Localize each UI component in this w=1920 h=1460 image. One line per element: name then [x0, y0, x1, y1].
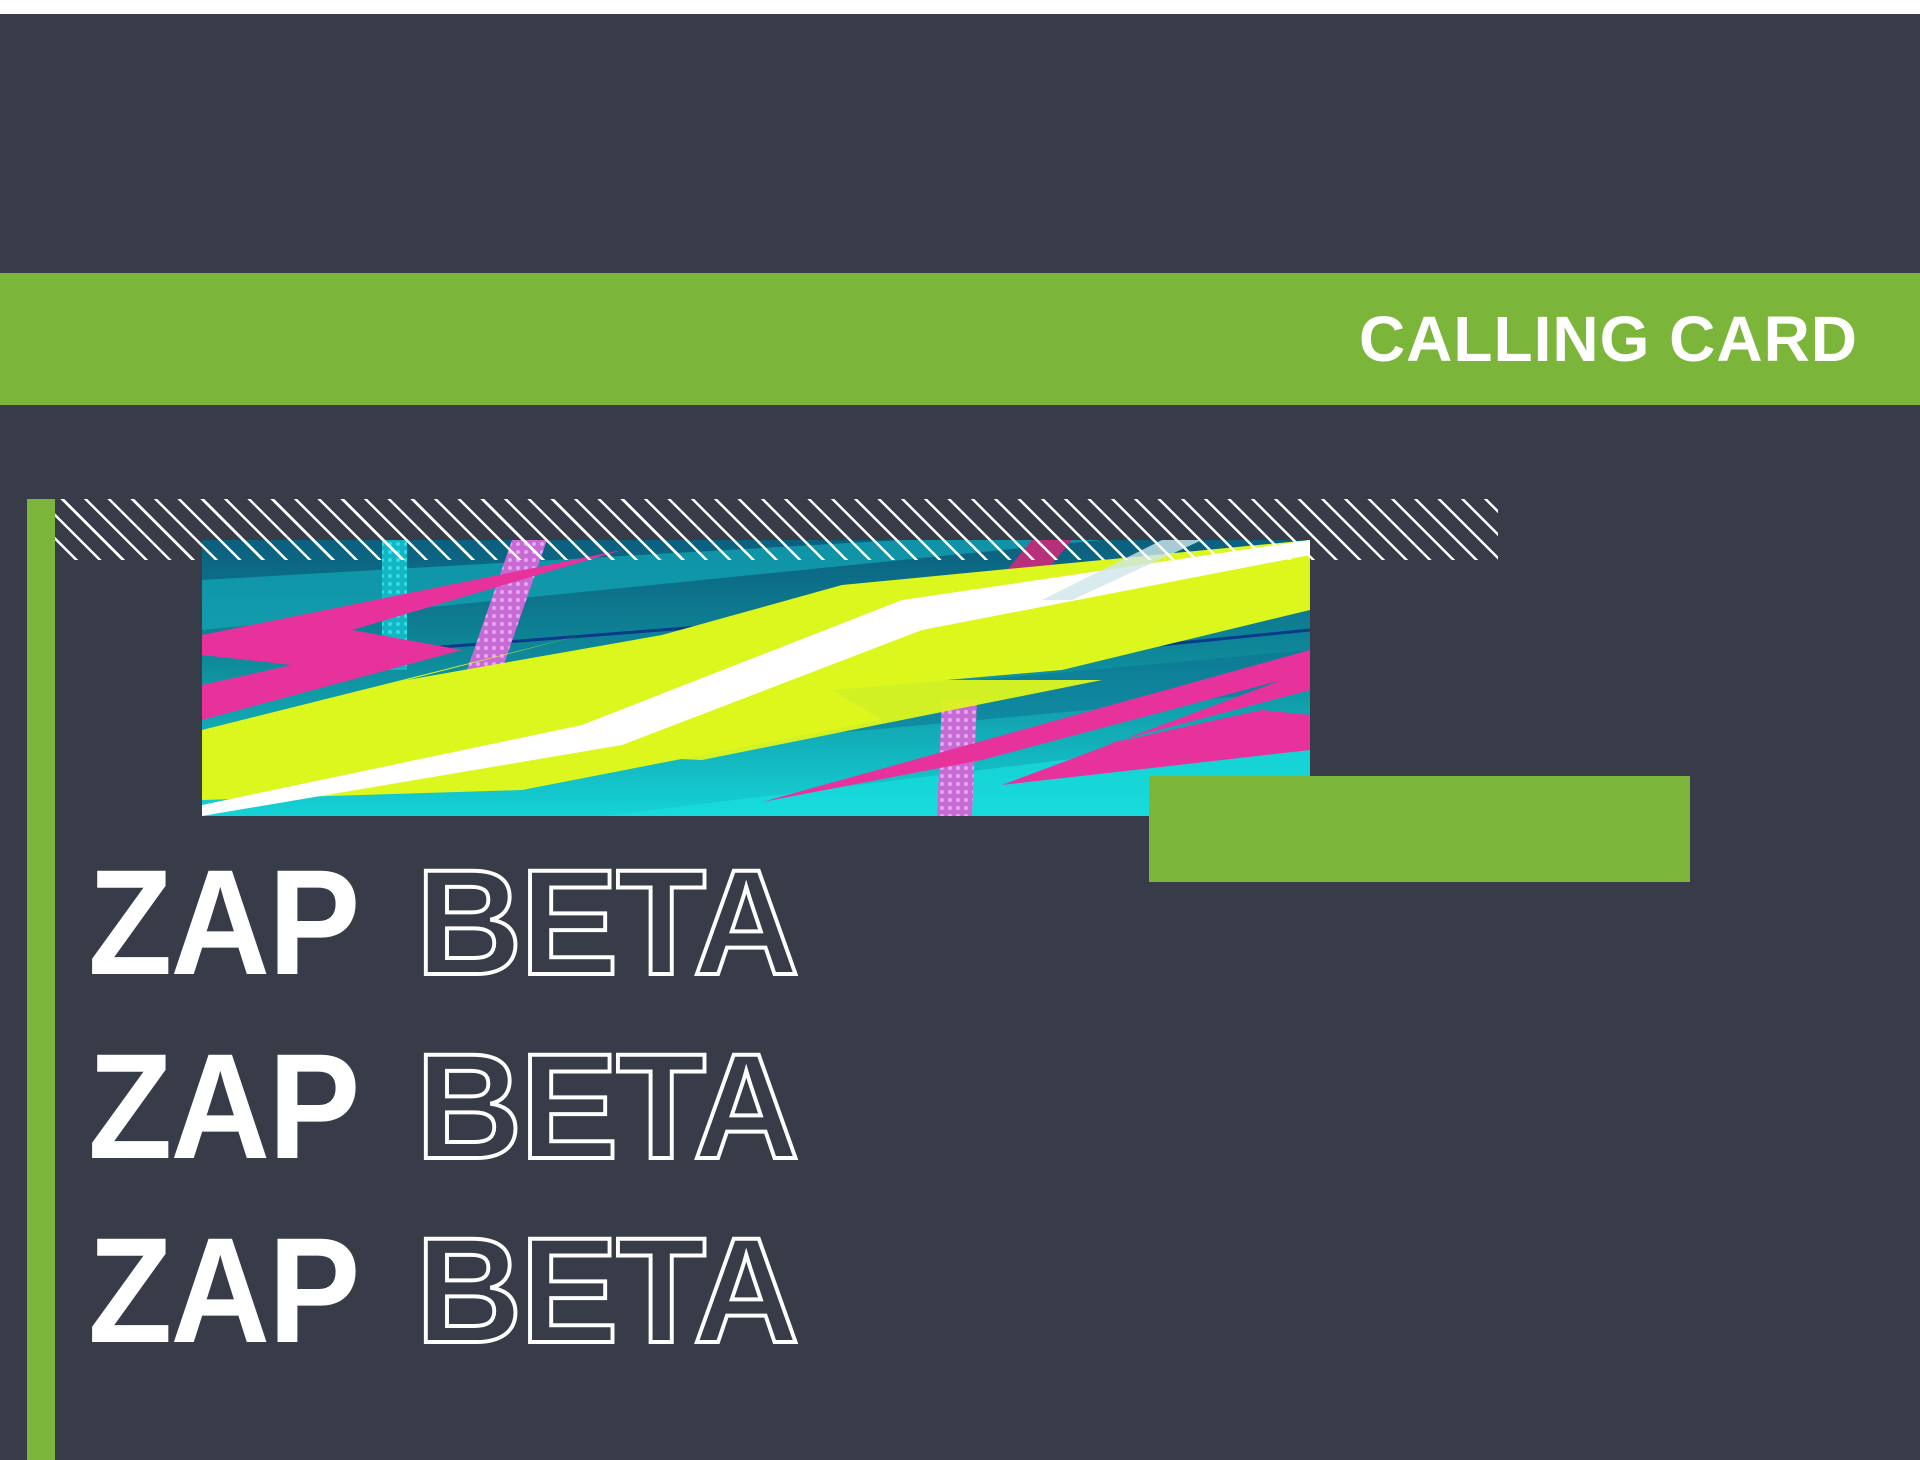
word-zap: ZAP — [88, 1206, 360, 1374]
accent-block — [1149, 776, 1690, 882]
page-title: CALLING CARD — [1358, 303, 1858, 375]
title-row: ZAP BETA — [88, 1198, 805, 1382]
word-zap: ZAP — [88, 1022, 360, 1190]
title-row: ZAP BETA — [88, 830, 805, 1014]
word-beta-outline: BETA — [414, 1022, 801, 1190]
lightning-artwork-icon — [202, 540, 1310, 816]
word-zap: ZAP — [88, 838, 360, 1006]
top-strip — [0, 0, 1920, 14]
header-band: CALLING CARD — [0, 273, 1920, 405]
title-row: ZAP BETA — [88, 1014, 805, 1198]
word-beta-outline: BETA — [414, 1206, 801, 1374]
zap-beta-rows: ZAP BETA ZAP BETA ZAP BETA — [88, 830, 805, 1382]
calling-card-banner-image — [202, 540, 1310, 816]
accent-side-bar — [27, 499, 55, 1460]
word-beta-outline: BETA — [414, 838, 801, 1006]
